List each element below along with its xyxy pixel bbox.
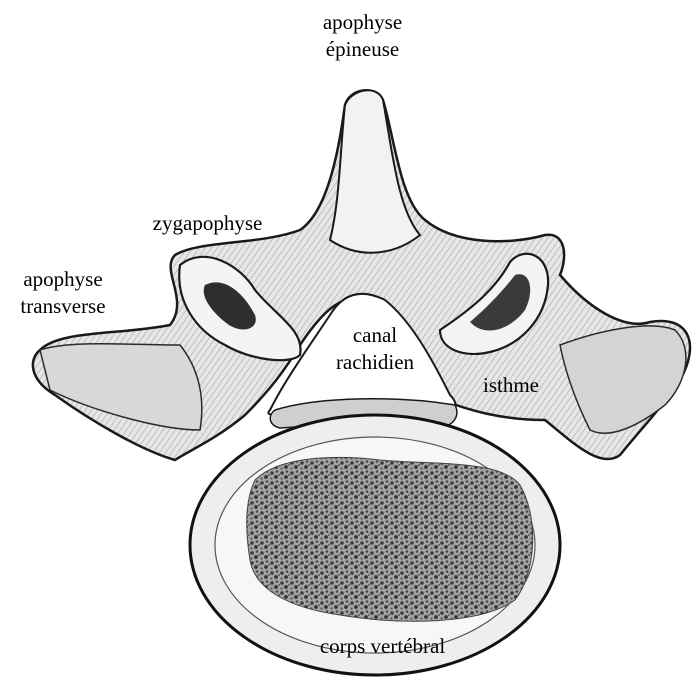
transverse-process-label-line2: transverse	[0, 293, 126, 320]
vertebral-body-label: corps vertébral	[290, 633, 475, 660]
cancellous-bone	[247, 457, 533, 621]
spinous-process-label-line1: apophyse	[290, 9, 435, 36]
spinal-canal-label-line2: rachidien	[315, 349, 435, 376]
transverse-process-left	[40, 344, 202, 430]
spinous-process-label-line2: épineuse	[290, 36, 435, 63]
zygapophysis-label: zygapophyse	[130, 210, 285, 237]
isthmus-label: isthme	[466, 372, 556, 399]
spinal-canal-label: canal rachidien	[315, 322, 435, 376]
spinous-process	[330, 90, 420, 252]
transverse-process-label-line1: apophyse	[0, 266, 126, 293]
spinal-canal-label-line1: canal	[315, 322, 435, 349]
spinous-process-label: apophyse épineuse	[290, 9, 435, 63]
transverse-process-label: apophyse transverse	[0, 266, 126, 320]
